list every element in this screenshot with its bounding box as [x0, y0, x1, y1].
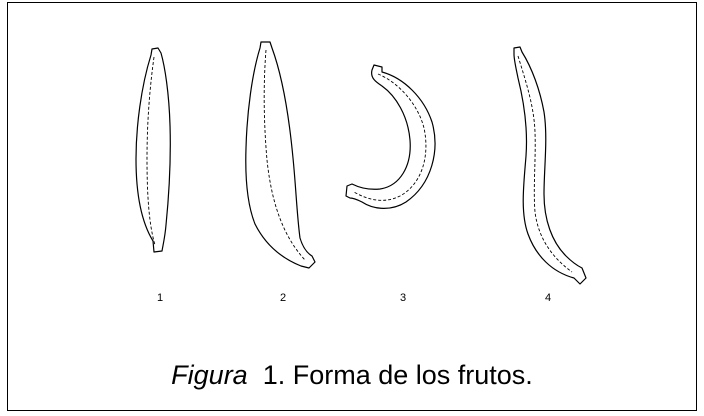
caption-italic: Figura — [171, 360, 248, 390]
banana-shape-4-icon — [500, 42, 595, 290]
banana-shape-1-icon — [125, 45, 185, 260]
fruit-label-1: 1 — [150, 292, 170, 304]
caption-text: 1. Forma de los frutos. — [248, 360, 533, 390]
fruit-label-3: 3 — [393, 292, 413, 304]
fruit-label-4: 4 — [538, 292, 558, 304]
banana-shape-2-icon — [225, 38, 330, 270]
fruit-label-2: 2 — [273, 292, 293, 304]
banana-shape-3-icon — [340, 60, 445, 220]
figure-caption: Figura 1. Forma de los frutos. — [0, 360, 704, 391]
